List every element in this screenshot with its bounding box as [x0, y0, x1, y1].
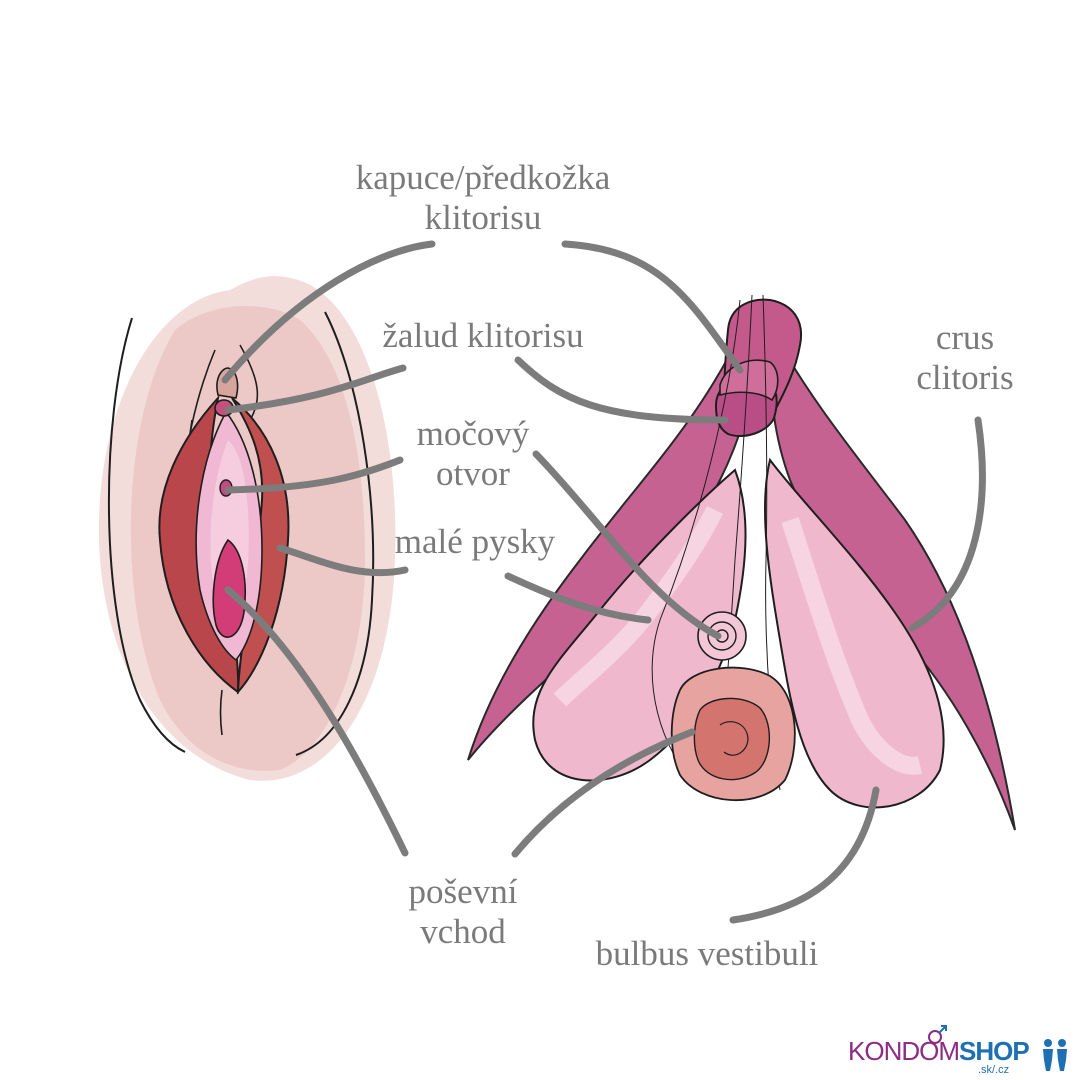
label-hood-line1: kapuce/předkožka: [318, 158, 648, 198]
label-crus-line1: crus: [895, 318, 1035, 358]
label-bulbus: bulbus vestibuli: [572, 934, 842, 974]
label-vaginal-line1: poševní: [388, 872, 538, 912]
logo-figures-icon: [1040, 1038, 1070, 1072]
leader-glans-right: [518, 360, 725, 420]
kondomshop-logo[interactable]: KONDOMSHOP .sk/.cz: [848, 1036, 1074, 1076]
label-vaginal-line2: vchod: [388, 912, 538, 952]
label-hood: kapuce/předkožka klitorisu: [318, 158, 648, 238]
logo-gender-icon: [926, 1024, 948, 1046]
label-hood-line2: klitorisu: [318, 198, 648, 238]
leader-bulbus: [733, 790, 876, 920]
label-crus-line2: clitoris: [895, 358, 1035, 398]
label-crus: crus clitoris: [895, 318, 1035, 398]
label-urethra-line1: močový: [398, 414, 548, 454]
label-glans: žalud klitorisu: [358, 316, 608, 356]
logo-part2: SHOP: [959, 1036, 1029, 1066]
label-labia-minora: malé pysky: [370, 522, 580, 562]
label-vaginal-opening: poševní vchod: [388, 872, 538, 952]
urethra-spiral: [698, 612, 746, 660]
logo-tld: .sk/.cz: [978, 1064, 1009, 1076]
label-urethra: močový otvor: [398, 414, 548, 494]
label-urethra-line2: otvor: [398, 454, 548, 494]
